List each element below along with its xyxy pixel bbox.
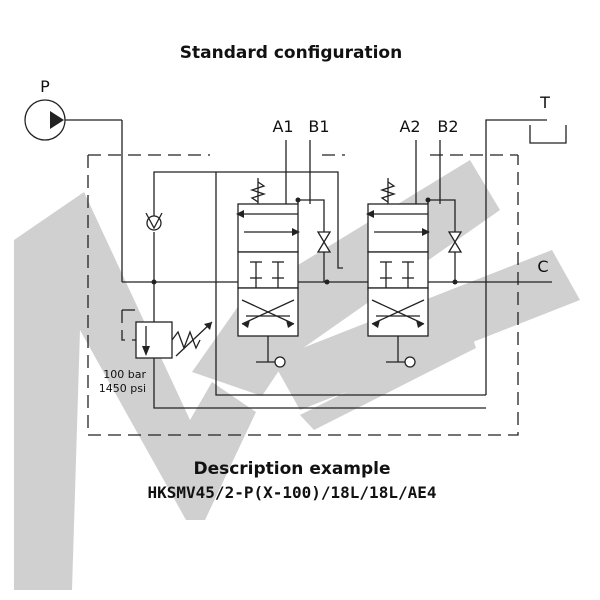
return-line	[215, 172, 486, 396]
port-label-a2: A2	[399, 117, 420, 136]
relief-pressure-psi: 1450 psi	[99, 382, 146, 395]
tank-symbol	[485, 119, 567, 395]
port-label-c: C	[537, 257, 548, 276]
section-2-valve	[366, 140, 463, 368]
port-label-a1: A1	[272, 117, 293, 136]
pump-symbol	[24, 99, 123, 282]
port-label-b2: B2	[437, 117, 458, 136]
port-label-t: T	[539, 93, 550, 112]
valve-body-outline	[87, 154, 519, 436]
port-label-p: P	[40, 77, 50, 96]
section-1-valve	[236, 140, 332, 368]
description-heading: Description example	[193, 459, 390, 479]
port-label-b1: B1	[308, 117, 329, 136]
relief-pressure-bar: 100 bar	[103, 368, 146, 381]
check-valve	[145, 171, 343, 282]
relief-valve	[121, 282, 486, 409]
diagram-title: Standard configuration	[180, 43, 402, 63]
description-code: HKSMV45/2-P(X-100)/18L/18L/AE4	[148, 483, 437, 502]
